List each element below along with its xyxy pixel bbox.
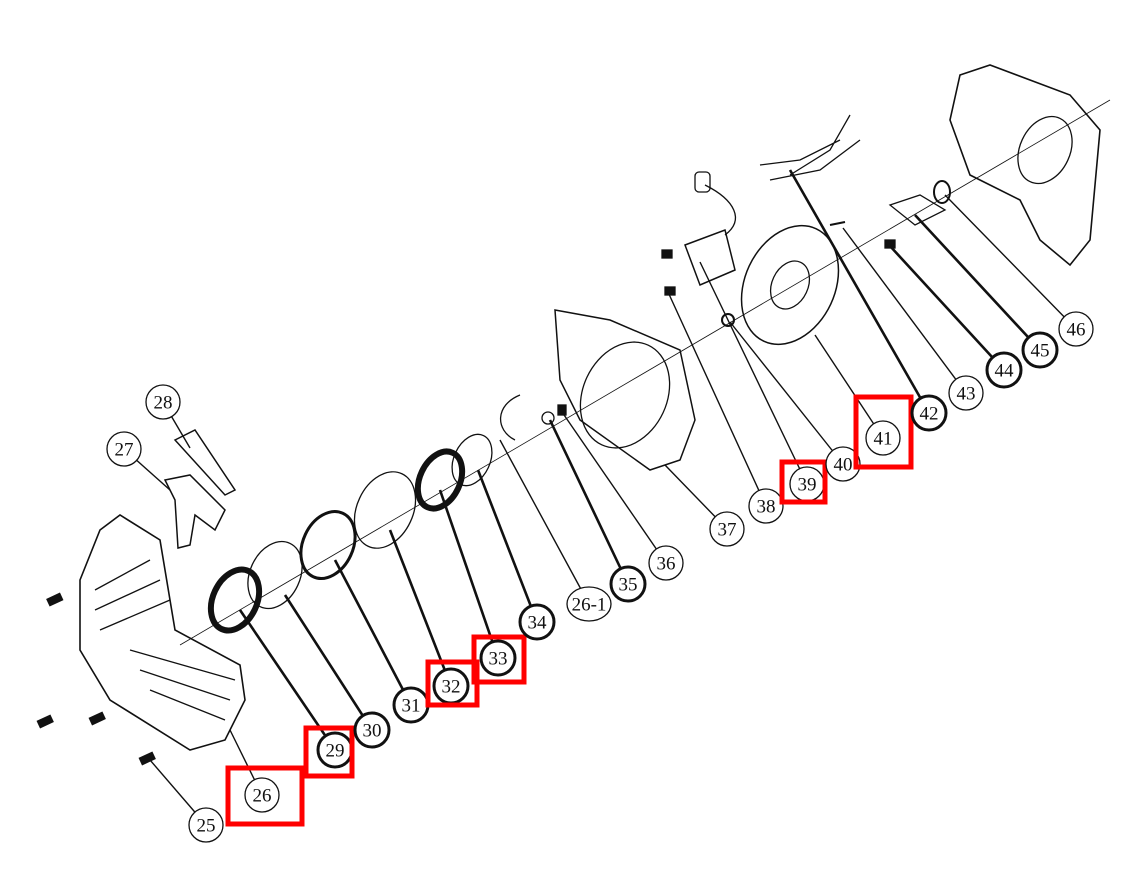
part-number-28: 28 (154, 393, 173, 414)
label-circle-27 (106, 431, 142, 467)
leader-line-44 (889, 245, 1005, 371)
leader-line-42 (788, 169, 931, 414)
label-circle-45 (1021, 331, 1059, 369)
part-45-gasket (888, 194, 947, 226)
part-number-30: 30 (363, 721, 382, 742)
leader-line-35 (548, 419, 630, 585)
part-number-32: 32 (442, 677, 461, 698)
leader-line-46 (944, 194, 1077, 330)
part-number-26: 26 (253, 786, 272, 807)
highlight-box-29 (303, 725, 355, 779)
part-29-spring (207, 566, 263, 634)
part-25-screws (36, 592, 156, 766)
part-number-43: 43 (957, 384, 976, 405)
part-35-washer (541, 411, 555, 425)
part-number-42: 42 (920, 404, 939, 425)
part-number-35: 35 (619, 575, 638, 596)
part-44-screw (884, 239, 896, 249)
leader-line-43 (842, 227, 967, 394)
leader-line-33 (438, 489, 500, 659)
part-number-40: 40 (834, 455, 853, 476)
highlight-box-39 (779, 459, 828, 505)
label-circle-28 (145, 384, 181, 420)
part-26-starter-housing (79, 514, 246, 751)
part-number-27: 27 (115, 440, 134, 461)
leader-line-36 (561, 411, 667, 564)
label-circle-25 (188, 807, 224, 843)
part-number-33: 33 (489, 649, 508, 670)
leader-line-30 (283, 594, 374, 731)
part-labels: 25 26 27 28 29 30 31 32 33 34 26-1 35 36 37 38 39 40 41 42… (106, 311, 1094, 843)
part-number-26-1: 26-1 (572, 595, 607, 616)
label-circle-34 (518, 603, 556, 641)
leader-line-39 (699, 261, 808, 485)
part-43-key (829, 221, 846, 226)
part-32-pulley (353, 471, 417, 549)
part-number-45: 45 (1031, 341, 1050, 362)
highlight-box-33 (471, 634, 527, 685)
part-36-nut (557, 404, 567, 416)
label-circle-30 (353, 711, 391, 749)
label-circle-42 (910, 394, 948, 432)
part-number-39: 39 (798, 475, 817, 496)
label-circle-26 (244, 777, 280, 813)
leader-line-26-1 (499, 439, 590, 605)
leader-line-40 (729, 321, 844, 465)
label-circle-44 (985, 351, 1023, 389)
label-circle-33 (479, 639, 517, 677)
part-number-38: 38 (757, 497, 776, 518)
label-circle-40 (825, 446, 861, 482)
label-circle-41 (865, 420, 901, 456)
housing-ribs (94, 559, 236, 721)
part-27-handle (163, 474, 226, 549)
assembly-axis (179, 99, 1111, 646)
part-number-25: 25 (197, 816, 216, 837)
part-number-46: 46 (1067, 320, 1086, 341)
flywheel-hub (769, 260, 811, 310)
part-46-seal (933, 180, 951, 204)
part-number-41: 41 (874, 429, 893, 450)
part-number-36: 36 (657, 554, 676, 575)
part-38-screw-2 (664, 286, 676, 296)
label-circle-36 (648, 545, 684, 581)
crankcase-bore (1017, 115, 1073, 185)
part-37-fan-cover (554, 309, 696, 471)
part-number-29: 29 (326, 741, 345, 762)
highlight-box-41 (853, 394, 914, 470)
part-30-plate (247, 540, 303, 610)
fan-cover-opening (579, 341, 671, 449)
ignition-lead (704, 184, 737, 236)
part-26-1-wire (499, 394, 521, 441)
highlight-box-26 (225, 765, 305, 827)
label-circle-38 (748, 488, 784, 524)
leader-line-34 (476, 469, 539, 623)
label-circle-37 (709, 511, 745, 547)
label-circle-26-1 (566, 586, 612, 622)
part-28-grip (173, 429, 237, 496)
part-33-ring (414, 448, 466, 512)
leader-line-38 (667, 291, 767, 507)
leader-line-31 (333, 559, 413, 706)
label-circle-46 (1058, 311, 1094, 347)
part-42-wire-harness (759, 114, 861, 181)
label-circle-35 (609, 565, 647, 603)
part-number-31: 31 (402, 696, 421, 717)
parts-drawing (36, 64, 1111, 766)
part-number-44: 44 (995, 361, 1015, 382)
part-38-screw (661, 249, 673, 259)
part-40-nut (721, 313, 735, 327)
part-34-ratchet (451, 433, 493, 487)
leader-lines (123, 169, 1077, 826)
part-39-ignition-coil (684, 229, 736, 286)
part-31-spring (299, 510, 357, 580)
label-circle-43 (948, 375, 984, 411)
part-number-34: 34 (528, 613, 548, 634)
spark-plug-cap (694, 171, 711, 193)
crankcase (949, 64, 1101, 267)
part-41-flywheel (740, 224, 840, 346)
leader-line-41 (814, 334, 884, 439)
part-number-37: 37 (718, 520, 737, 541)
leader-line-45 (914, 214, 1041, 351)
